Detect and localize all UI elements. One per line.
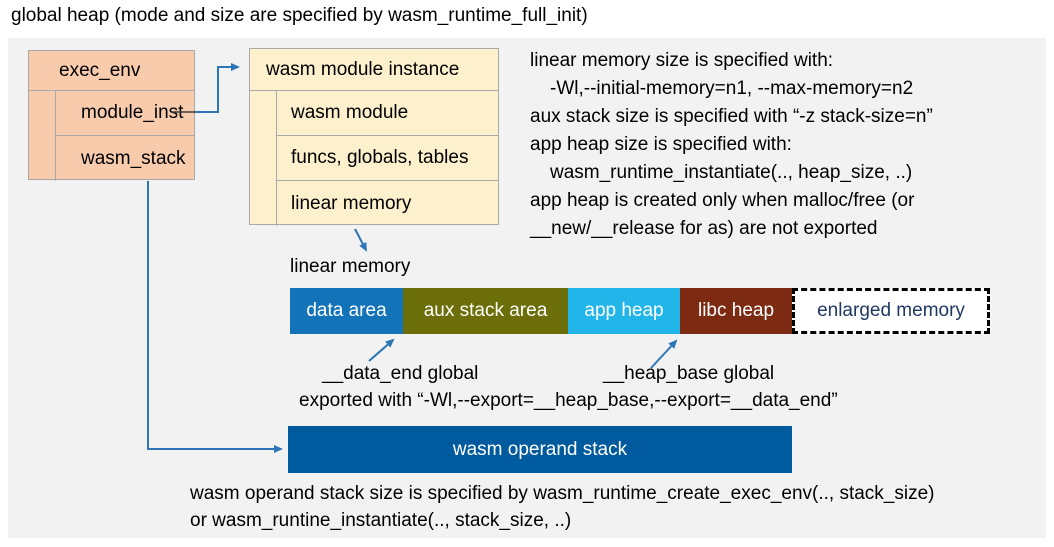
- note-line: wasm_runtime_instantiate(.., heap_size, …: [550, 162, 913, 183]
- note-line: app heap is created only when malloc/fre…: [530, 190, 915, 211]
- note-line: or wasm_runtine_instantiate(.., stack_si…: [190, 510, 572, 531]
- note-line: linear memory size is specified with:: [530, 50, 834, 71]
- segment-libc-heap: libc heap: [680, 288, 792, 334]
- segment-enlarged-memory: enlarged memory: [792, 288, 990, 334]
- annotation-heap-base-global: __heap_base global: [603, 363, 775, 384]
- module-instance-header: wasm module instance: [250, 49, 498, 91]
- note-line: wasm operand stack size is specified by …: [190, 483, 935, 504]
- module-instance-row-funcs-globals-tables: funcs, globals, tables: [277, 136, 498, 181]
- linear-memory-bar: data area aux stack area app heap libc h…: [290, 288, 990, 334]
- note-line: __new/__release for as) are not exported: [530, 218, 878, 239]
- note-line: aux stack size is specified with “-z sta…: [530, 106, 933, 127]
- exec-env-row-wasm-stack: wasm_stack: [81, 147, 186, 169]
- annotation-export-line: exported with “-Wl,--export=__heap_base,…: [299, 390, 838, 411]
- exec-env-header: exec_env: [29, 51, 194, 91]
- linear-memory-label: linear memory: [290, 256, 411, 277]
- segment-data-area: data area: [290, 288, 403, 334]
- exec-env-row-module-inst: module_inst: [56, 91, 194, 136]
- module-instance-row-wasm-module: wasm module: [277, 91, 498, 136]
- notes-linear-memory-sizing: linear memory size is specified with: -W…: [530, 47, 1035, 243]
- annotation-data-end-global: __data_end global: [322, 363, 479, 384]
- module-instance-box: wasm module instance wasm module funcs, …: [249, 48, 499, 226]
- notes-operand-stack-sizing: wasm operand stack size is specified by …: [190, 480, 1050, 534]
- note-line: -Wl,--initial-memory=n1, --max-memory=n2: [550, 78, 914, 99]
- module-instance-row-linear-memory: linear memory: [291, 192, 412, 214]
- note-line: app heap size is specified with:: [530, 134, 792, 155]
- exec-env-indent-strip: [29, 91, 56, 181]
- segment-app-heap: app heap: [568, 288, 680, 334]
- module-instance-indent-strip: [250, 91, 277, 226]
- diagram-title: global heap (mode and size are specified…: [11, 5, 588, 26]
- operand-stack-bar: wasm operand stack: [288, 426, 792, 473]
- exec-env-box: exec_env module_inst wasm_stack: [28, 50, 195, 181]
- segment-aux-stack-area: aux stack area: [403, 288, 568, 334]
